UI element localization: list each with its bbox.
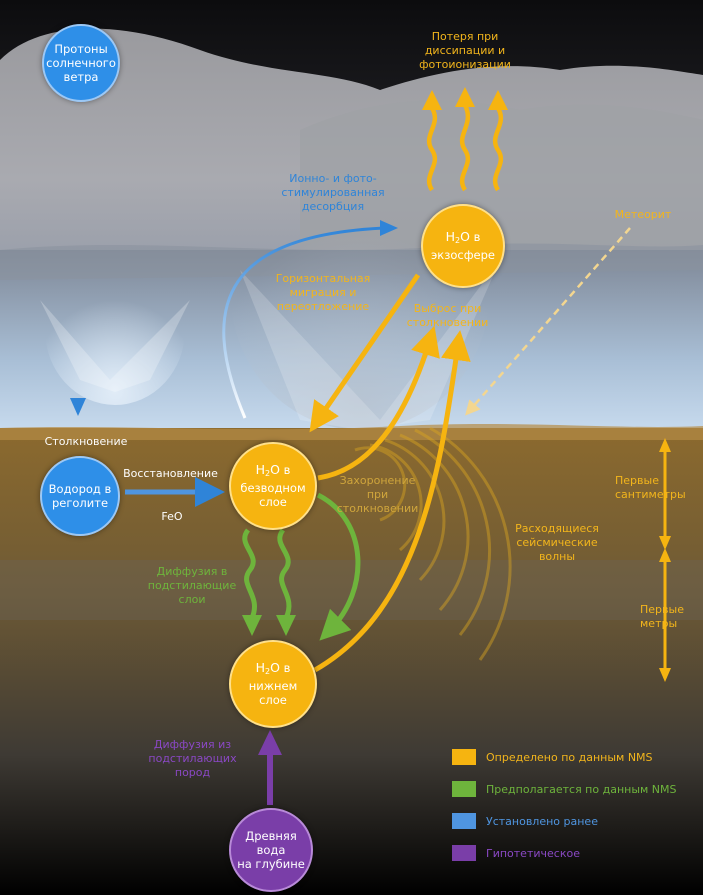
ejection-arrow-1 bbox=[317, 325, 440, 481]
migration-arrow bbox=[309, 273, 421, 433]
legend-swatch bbox=[452, 781, 476, 797]
legend-item: Предполагается по данным NMS bbox=[452, 781, 677, 797]
node-lower-line2: нижнем bbox=[248, 679, 298, 693]
legend-item: Определено по данным NMS bbox=[452, 749, 653, 765]
legend-item: Установлено ранее bbox=[452, 813, 598, 829]
node-ancient-line2: вода bbox=[256, 843, 286, 857]
legend-text: Гипотетическое bbox=[486, 846, 580, 860]
meteorite-arrow bbox=[465, 227, 631, 416]
node-hydrogen-line1: Водород в bbox=[48, 482, 112, 496]
node-water-anhydrous-layer: H2O в безводном слое bbox=[229, 442, 317, 530]
burial-arrow bbox=[316, 492, 361, 641]
label-collision: Столкновение bbox=[44, 435, 128, 448]
node-exosphere-line2: экзосфере bbox=[430, 248, 495, 262]
node-solar-wind-line3: ветра bbox=[63, 70, 99, 84]
node-hydrogen-regolith: Водород в реголите bbox=[40, 456, 120, 536]
node-ancient-line3: на глубине bbox=[237, 857, 305, 871]
desorption-arrow bbox=[222, 226, 386, 419]
ejection-arrow-2 bbox=[313, 330, 471, 673]
diffusion-arrows bbox=[242, 528, 292, 620]
loss-arrows bbox=[426, 103, 504, 192]
legend-swatch bbox=[452, 813, 476, 829]
legend-item: Гипотетическое bbox=[452, 845, 580, 861]
node-hydrogen-line2: реголите bbox=[51, 496, 109, 510]
node-lower-formula: H2O в bbox=[255, 660, 291, 677]
legend-text: Определено по данным NMS bbox=[486, 750, 653, 764]
legend-text: Предполагается по данным NMS bbox=[486, 782, 677, 796]
node-ancient-line1: Древняя bbox=[245, 829, 297, 843]
node-solar-wind-line1: Протоны bbox=[54, 42, 108, 56]
node-water-exosphere: H2O в экзосфере bbox=[421, 204, 505, 288]
node-exosphere-formula: H2O в bbox=[445, 229, 481, 246]
legend-text: Установлено ранее bbox=[486, 814, 598, 828]
label-meteorite: Метеорит bbox=[614, 208, 672, 221]
node-ancient-water: Древняя вода на глубине bbox=[229, 808, 313, 892]
node-water-lower-layer: H2O в нижнем слое bbox=[229, 640, 317, 728]
node-solar-wind-protons: Протоны солнечного ветра bbox=[42, 24, 120, 102]
node-solar-wind-line2: солнечного bbox=[46, 56, 116, 70]
node-anhydrous-line3: слое bbox=[259, 495, 287, 509]
node-anhydrous-formula: H2O в bbox=[255, 462, 291, 479]
label-feo: FeO bbox=[161, 510, 183, 523]
label-reduction: Восстановление bbox=[123, 467, 218, 480]
node-anhydrous-line2: безводном bbox=[240, 481, 306, 495]
legend-swatch bbox=[452, 749, 476, 765]
node-lower-line3: слое bbox=[259, 693, 287, 707]
legend-swatch bbox=[452, 845, 476, 861]
